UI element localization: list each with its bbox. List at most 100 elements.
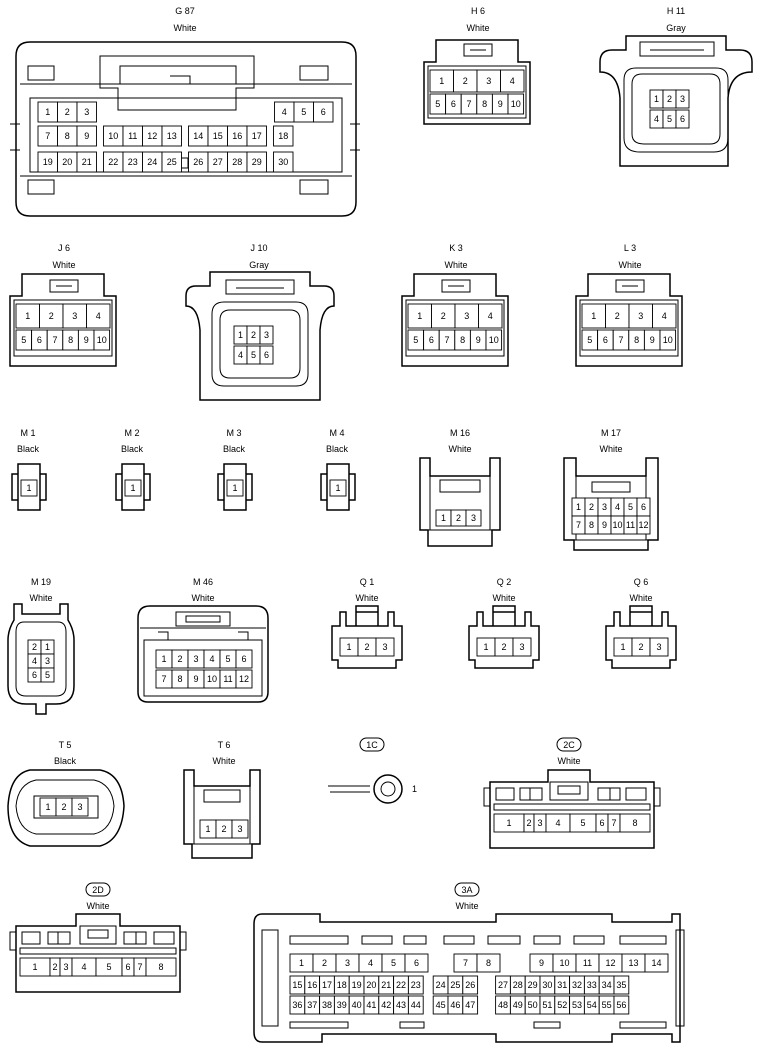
pin-label-Q1-3: 3 (382, 642, 387, 652)
pin-cell-G87-25 (161, 151, 182, 173)
pin-label-Q2-2: 2 (501, 642, 506, 652)
pin-label-G87-26: 26 (193, 157, 203, 167)
connector-M3-housing (217, 463, 253, 511)
connector-1C: 1C (328, 737, 403, 804)
pin-label-H6-8: 8 (482, 99, 487, 109)
pin-label-3A-53: 53 (572, 1000, 582, 1010)
pin-label-G87-10: 10 (108, 131, 118, 141)
pin-label-3A-20: 20 (366, 980, 376, 990)
pin-cell-G87-6 (313, 101, 334, 123)
pin-cell-H11-6 (675, 109, 690, 129)
pin-label-2D-2: 2 (52, 962, 57, 972)
connector-M2-color: Black (121, 444, 144, 454)
connector-M16: M 16 White (419, 428, 501, 547)
connector-M19-housing (7, 603, 75, 715)
pin-label-3A-12: 12 (605, 958, 615, 968)
pin-label-M16-1: 1 (441, 513, 446, 523)
pin-label-3A-9: 9 (539, 958, 544, 968)
pin-label-2C-5: 5 (580, 818, 585, 828)
pin-label-3A-55: 55 (602, 1000, 612, 1010)
pin-label-L3-2: 2 (615, 311, 620, 321)
pin-label-G87-4: 4 (282, 107, 287, 117)
pin-label-G87-21: 21 (82, 157, 92, 167)
connector-Q2-color: White (492, 593, 515, 603)
pin-label-J6-5: 5 (21, 335, 26, 345)
pin-label-3A-23: 23 (411, 980, 421, 990)
pin-label-3A-34: 34 (602, 980, 612, 990)
connector-M46-housing (137, 605, 269, 703)
pin-label-3A-48: 48 (498, 1000, 508, 1010)
pin-label-2C-3: 3 (537, 818, 542, 828)
connector-K3: K 3 White (401, 243, 509, 367)
pin-label-3A-21: 21 (381, 980, 391, 990)
connector-M16-color: White (448, 444, 471, 454)
pin-cell-J10-6 (259, 345, 274, 365)
pin-cell-T6-3 (231, 819, 249, 839)
pin-label-H6-10: 10 (511, 99, 521, 109)
pin-label-K3-6: 6 (429, 335, 434, 345)
pin-cell-M4-1 (329, 479, 347, 497)
pin-label-3A-52: 52 (557, 1000, 567, 1010)
connector-Q1-housing (331, 605, 403, 669)
pin-label-K3-5: 5 (413, 335, 418, 345)
pin-cell-K3-10 (485, 329, 503, 351)
pin-label-G87-11: 11 (128, 131, 137, 141)
connector-M1: M 1 Black (11, 428, 47, 511)
connector-M17-color: White (599, 444, 622, 454)
pin-label-3A-36: 36 (292, 1000, 302, 1010)
pin-label-J10-2: 2 (251, 330, 256, 340)
pin-label-G87-27: 27 (213, 157, 223, 167)
pin-label-M17-5: 5 (628, 502, 633, 512)
pin-cell-M1-1 (20, 479, 38, 497)
pin-label-3A-14: 14 (651, 958, 661, 968)
pin-cell-L3-4 (652, 303, 677, 329)
connector-M1-color: Black (17, 444, 40, 454)
pin-cell-3A-56 (613, 995, 630, 1015)
pin-label-J10-1: 1 (238, 330, 243, 340)
pin-label-J6-8: 8 (68, 335, 73, 345)
pin-label-G87-13: 13 (167, 131, 177, 141)
pin-label-G87-22: 22 (108, 157, 118, 167)
pin-label-K3-2: 2 (441, 311, 446, 321)
pin-label-3A-15: 15 (292, 980, 302, 990)
pin-label-M46-5: 5 (225, 654, 230, 664)
pin-label-L3-4: 4 (662, 311, 667, 321)
connector-G87-name: G 87 (175, 6, 195, 16)
pin-label-T6-1: 1 (205, 824, 210, 834)
pin-label-G87-23: 23 (128, 157, 138, 167)
connector-H11-color: Gray (666, 23, 686, 33)
pin-label-H6-4: 4 (510, 76, 515, 86)
connector-K3-name: K 3 (449, 243, 463, 253)
pin-label-K3-4: 4 (488, 311, 493, 321)
connector-1C-ring-terminal (328, 774, 403, 804)
pin-cell-G87-29 (246, 151, 267, 173)
connector-Q1: Q 1 White (331, 577, 403, 669)
pin-label-L3-6: 6 (603, 335, 608, 345)
pin-label-Q2-3: 3 (519, 642, 524, 652)
pin-label-3A-49: 49 (513, 1000, 523, 1010)
pin-label-3A-46: 46 (450, 1000, 460, 1010)
pin-label-3A-25: 25 (450, 980, 460, 990)
pin-label-3A-17: 17 (322, 980, 332, 990)
connector-J6-name: J 6 (58, 243, 70, 253)
pin-label-G87-20: 20 (62, 157, 72, 167)
connector-J6-housing (9, 273, 117, 367)
connector-T6-name: T 6 (218, 740, 231, 750)
pin-label-3A-1: 1 (299, 958, 304, 968)
pin-cell-Q6-3 (649, 637, 669, 657)
connector-2D: 2D White (9, 882, 187, 993)
pin-label-3A-19: 19 (352, 980, 362, 990)
pin-label-M16-2: 2 (456, 513, 461, 523)
pin-label-3A-18: 18 (337, 980, 347, 990)
pin-label-M46-10: 10 (207, 674, 217, 684)
pin-label-3A-4: 4 (368, 958, 373, 968)
pin-label-G87-1: 1 (45, 107, 50, 117)
pin-label-3A-31: 31 (557, 980, 567, 990)
connector-3A-code-badge (454, 882, 480, 897)
pin-label-M46-4: 4 (209, 654, 214, 664)
pin-label-H6-2: 2 (463, 76, 468, 86)
pin-label-3A-47: 47 (465, 1000, 475, 1010)
connector-M4-housing (320, 463, 356, 511)
pin-label-2D-1: 1 (32, 962, 37, 972)
pin-label-J6-4: 4 (96, 311, 101, 321)
